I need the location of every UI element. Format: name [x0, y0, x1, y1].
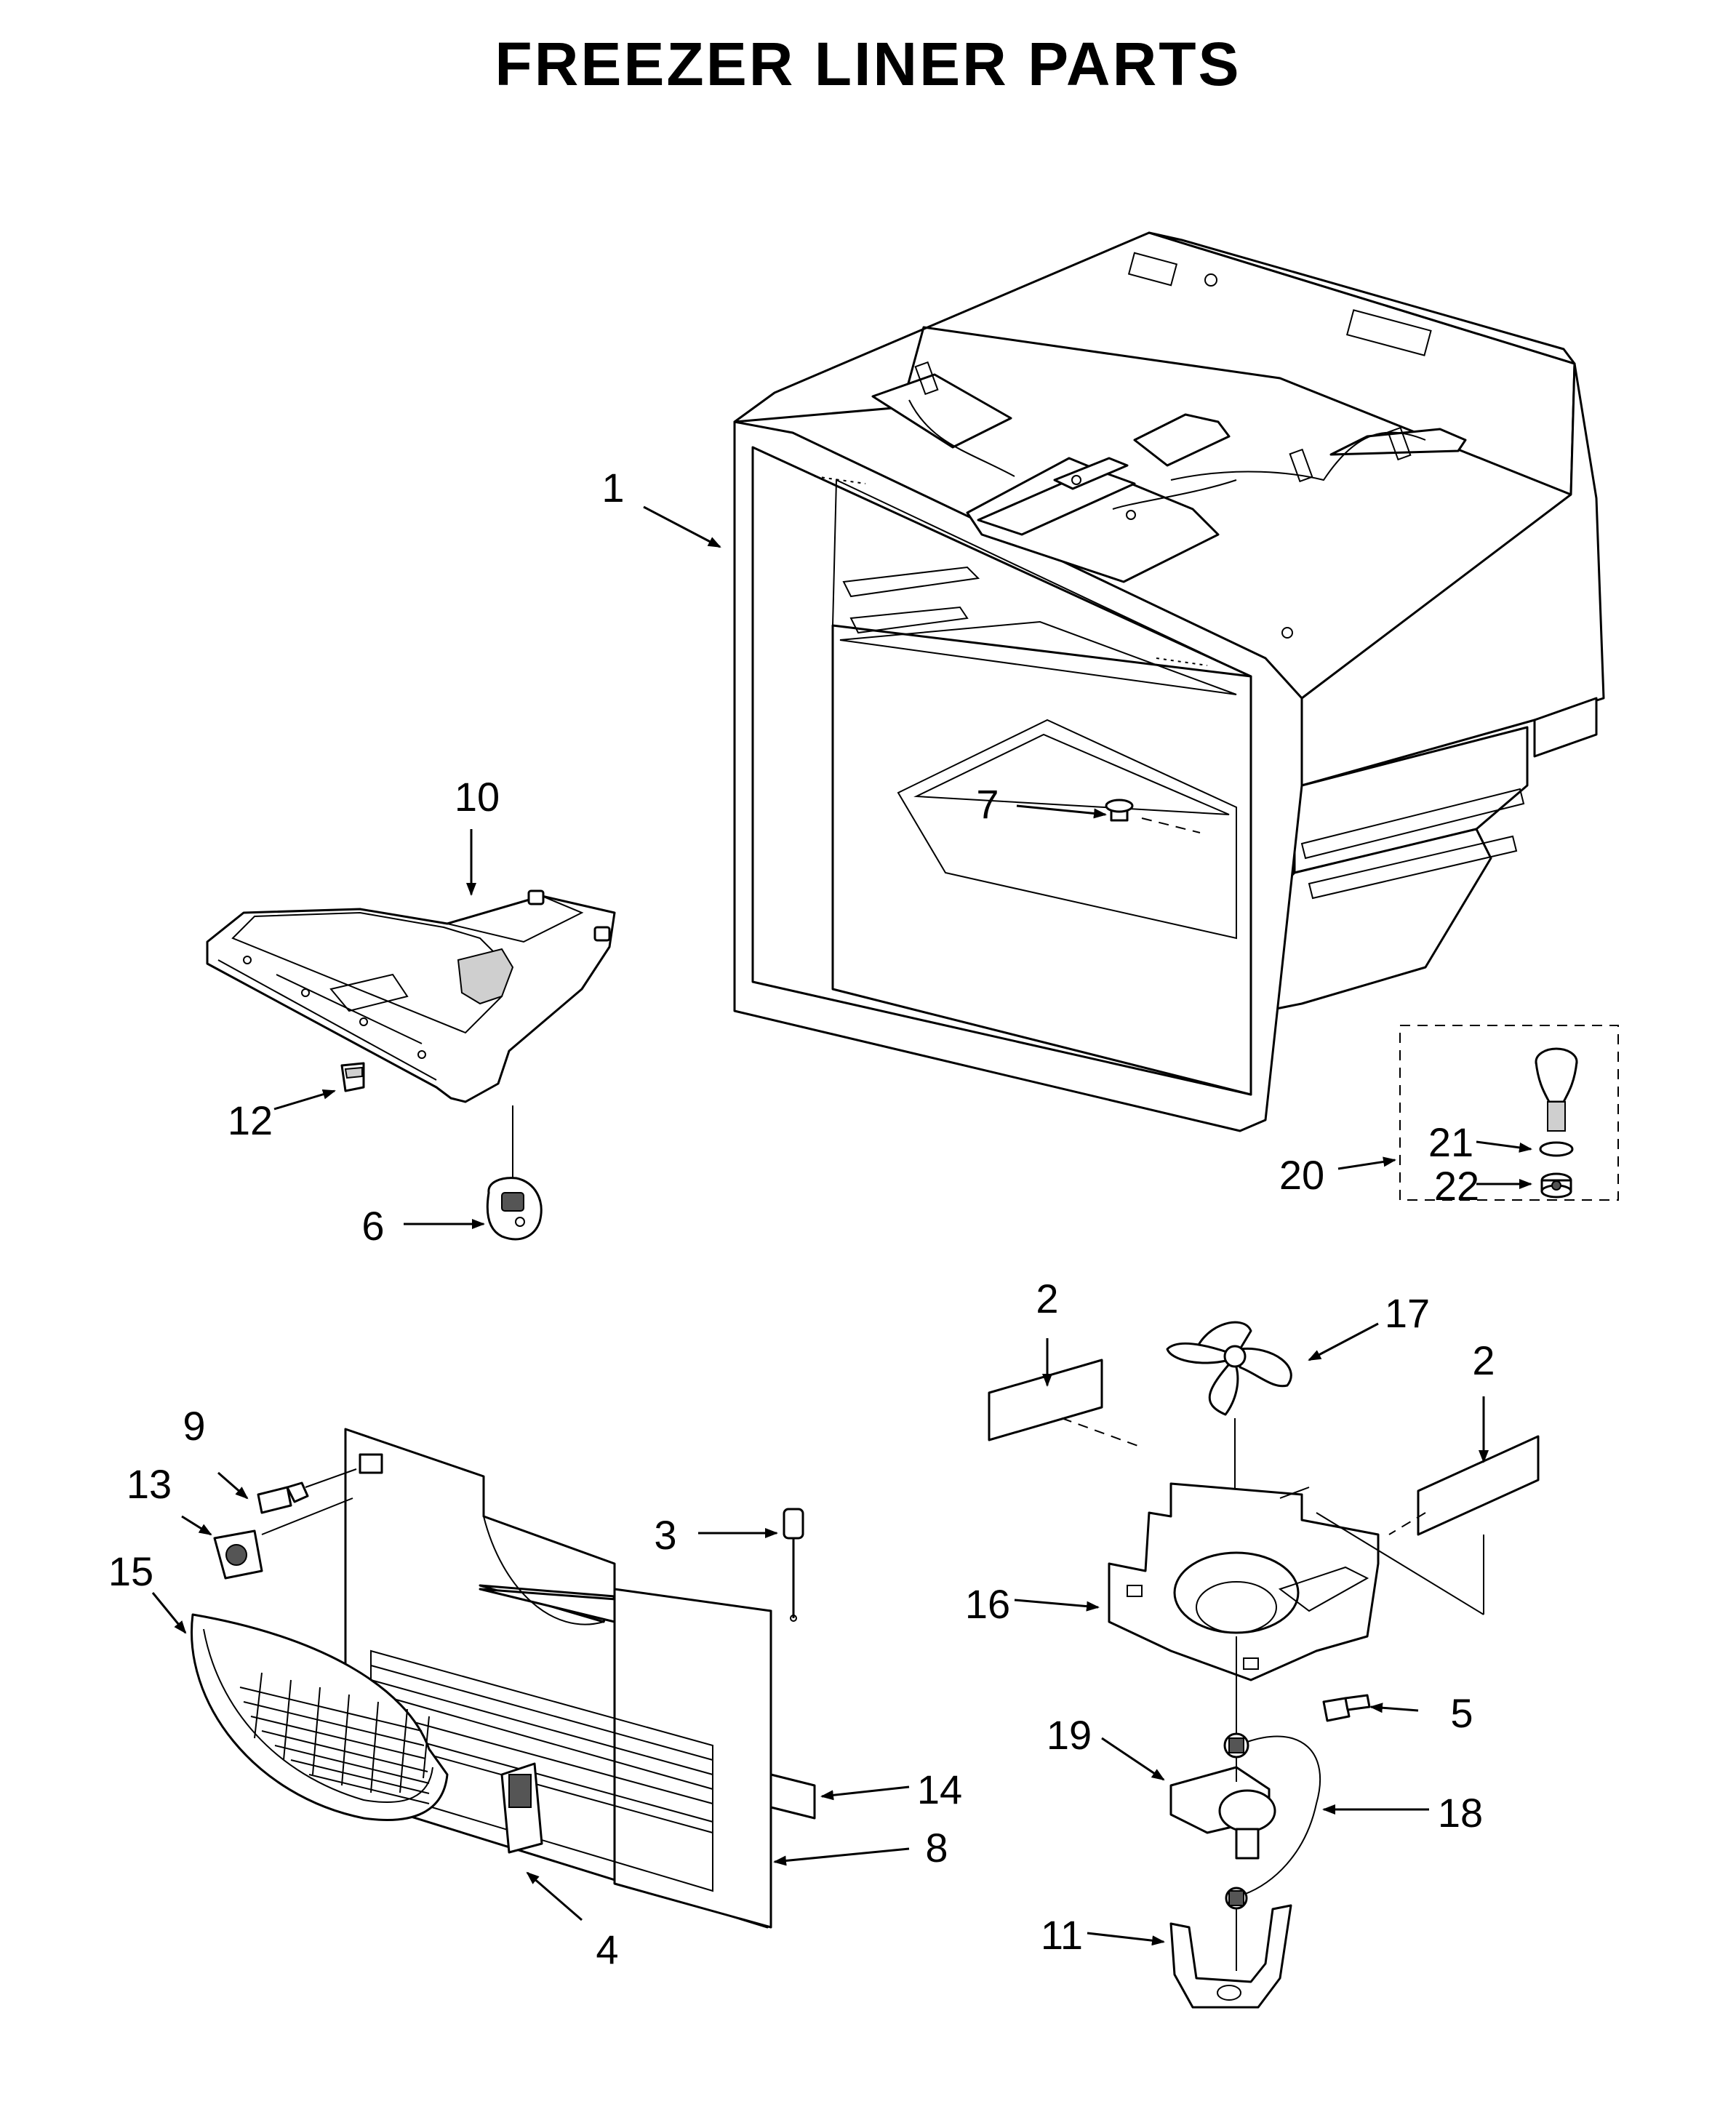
callout-4: 4 — [596, 1927, 618, 1972]
freezer-liner[interactable] — [733, 231, 1605, 1132]
callout-11: 11 — [1041, 1912, 1083, 1958]
o-ring — [1539, 1141, 1574, 1157]
insulation-pad-right[interactable] — [1388, 1435, 1540, 1536]
grille[interactable] — [191, 1613, 449, 1821]
light-socket[interactable] — [213, 1497, 353, 1580]
callout-5: 5 — [1450, 1690, 1473, 1736]
motor-bracket[interactable] — [1169, 1904, 1292, 2009]
insulation-pad-left[interactable] — [988, 1359, 1143, 1448]
fan-blade[interactable] — [1166, 1321, 1292, 1498]
evaporator-cover[interactable] — [344, 1428, 772, 1929]
callout-10: 10 — [455, 774, 500, 820]
wire-harness[interactable] — [1225, 1735, 1321, 1910]
drain-kit[interactable] — [1399, 1025, 1619, 1201]
callout-labels: 1 2 2 3 4 5 6 7 8 9 10 11 12 13 14 15 16… — [108, 465, 1495, 1972]
callout-19: 19 — [1047, 1712, 1092, 1758]
drain-plug[interactable] — [1105, 799, 1201, 833]
fan-motor[interactable] — [1169, 1732, 1276, 1860]
callout-9: 9 — [183, 1403, 205, 1449]
screw[interactable] — [257, 1468, 357, 1514]
callout-2-right: 2 — [1472, 1337, 1495, 1383]
callout-20: 20 — [1279, 1152, 1324, 1198]
callout-8: 8 — [925, 1825, 948, 1871]
callout-14: 14 — [917, 1767, 962, 1812]
callout-2-left: 2 — [1036, 1276, 1058, 1321]
air-duct[interactable] — [206, 889, 616, 1103]
page-title: FREEZER LINER PARTS — [495, 30, 1241, 98]
callout-12: 12 — [228, 1097, 273, 1143]
callout-16: 16 — [965, 1581, 1010, 1627]
leader-lines — [151, 505, 1532, 1946]
callout-6: 6 — [361, 1203, 384, 1249]
fan-shroud[interactable] — [1108, 1482, 1484, 1745]
damper[interactable] — [486, 1105, 543, 1241]
callout-22: 22 — [1434, 1163, 1479, 1209]
callout-7: 7 — [976, 781, 999, 827]
callout-15: 15 — [108, 1548, 153, 1594]
thermistor[interactable] — [783, 1508, 804, 1622]
light-lens[interactable] — [500, 1762, 543, 1854]
clip[interactable] — [340, 1062, 365, 1092]
callout-1: 1 — [601, 465, 624, 511]
callout-21: 21 — [1428, 1119, 1473, 1165]
callout-13: 13 — [127, 1461, 172, 1507]
foam-strip[interactable] — [769, 1773, 816, 1820]
screw-5[interactable] — [1322, 1694, 1371, 1722]
callout-18: 18 — [1438, 1790, 1483, 1836]
callout-3: 3 — [654, 1512, 676, 1558]
callout-17: 17 — [1385, 1290, 1430, 1336]
